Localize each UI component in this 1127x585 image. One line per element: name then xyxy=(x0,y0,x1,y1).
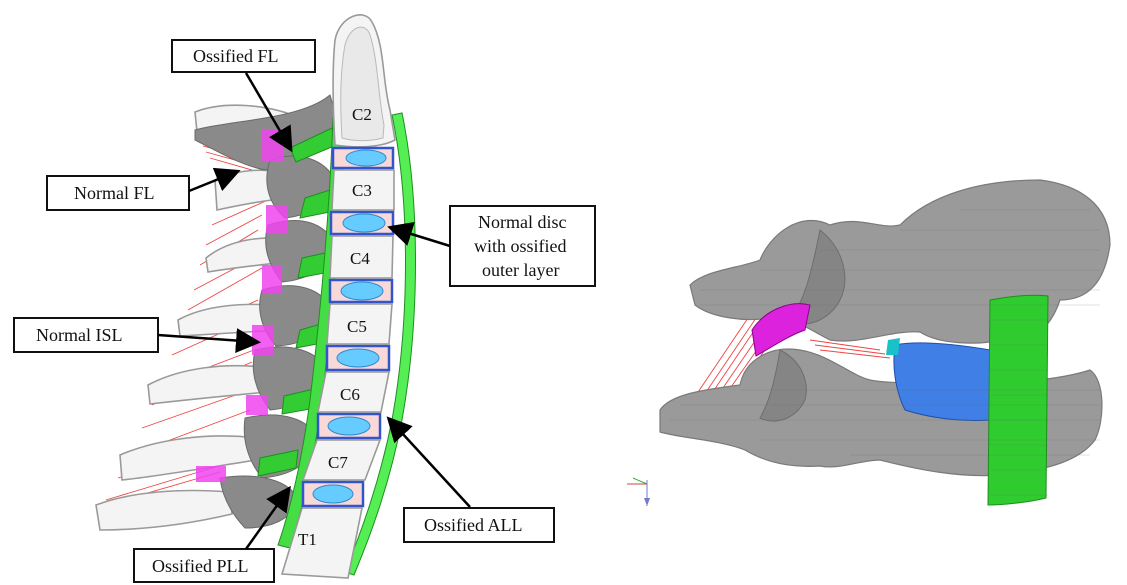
callout-ossified-all: Ossified ALL xyxy=(390,420,554,542)
vertebra-label-c2: C2 xyxy=(352,105,372,124)
mesh-ossified-all xyxy=(988,295,1048,505)
label-normal-disc-line2: with ossified xyxy=(474,236,567,256)
fe-mesh-segment xyxy=(627,180,1110,506)
vertebra-label-c5: C5 xyxy=(347,317,367,336)
label-normal-fl: Normal FL xyxy=(74,183,155,203)
mesh-disc xyxy=(894,343,990,421)
label-ossified-fl: Ossified FL xyxy=(193,46,279,66)
vertebra-label-c4: C4 xyxy=(350,249,370,268)
coordinate-triad-icon xyxy=(627,478,650,506)
label-normal-isl: Normal ISL xyxy=(36,325,122,345)
vertebra-label-c6: C6 xyxy=(340,385,360,404)
label-ossified-pll: Ossified PLL xyxy=(152,556,249,576)
vertebra-label-c3: C3 xyxy=(352,181,372,200)
vertebra-label-c7: C7 xyxy=(328,453,348,472)
label-normal-disc-line3: outer layer xyxy=(482,260,559,280)
callout-normal-disc: Normal disc with ossified outer layer xyxy=(392,206,595,286)
vertebra-label-t1: T1 xyxy=(298,530,317,549)
cervical-spine-model: C2 C3 C4 C5 C6 C7 T1 xyxy=(96,15,416,578)
label-normal-disc-line1: Normal disc xyxy=(478,212,566,232)
label-ossified-all: Ossified ALL xyxy=(424,515,523,535)
callout-normal-fl: Normal FL xyxy=(47,172,236,210)
